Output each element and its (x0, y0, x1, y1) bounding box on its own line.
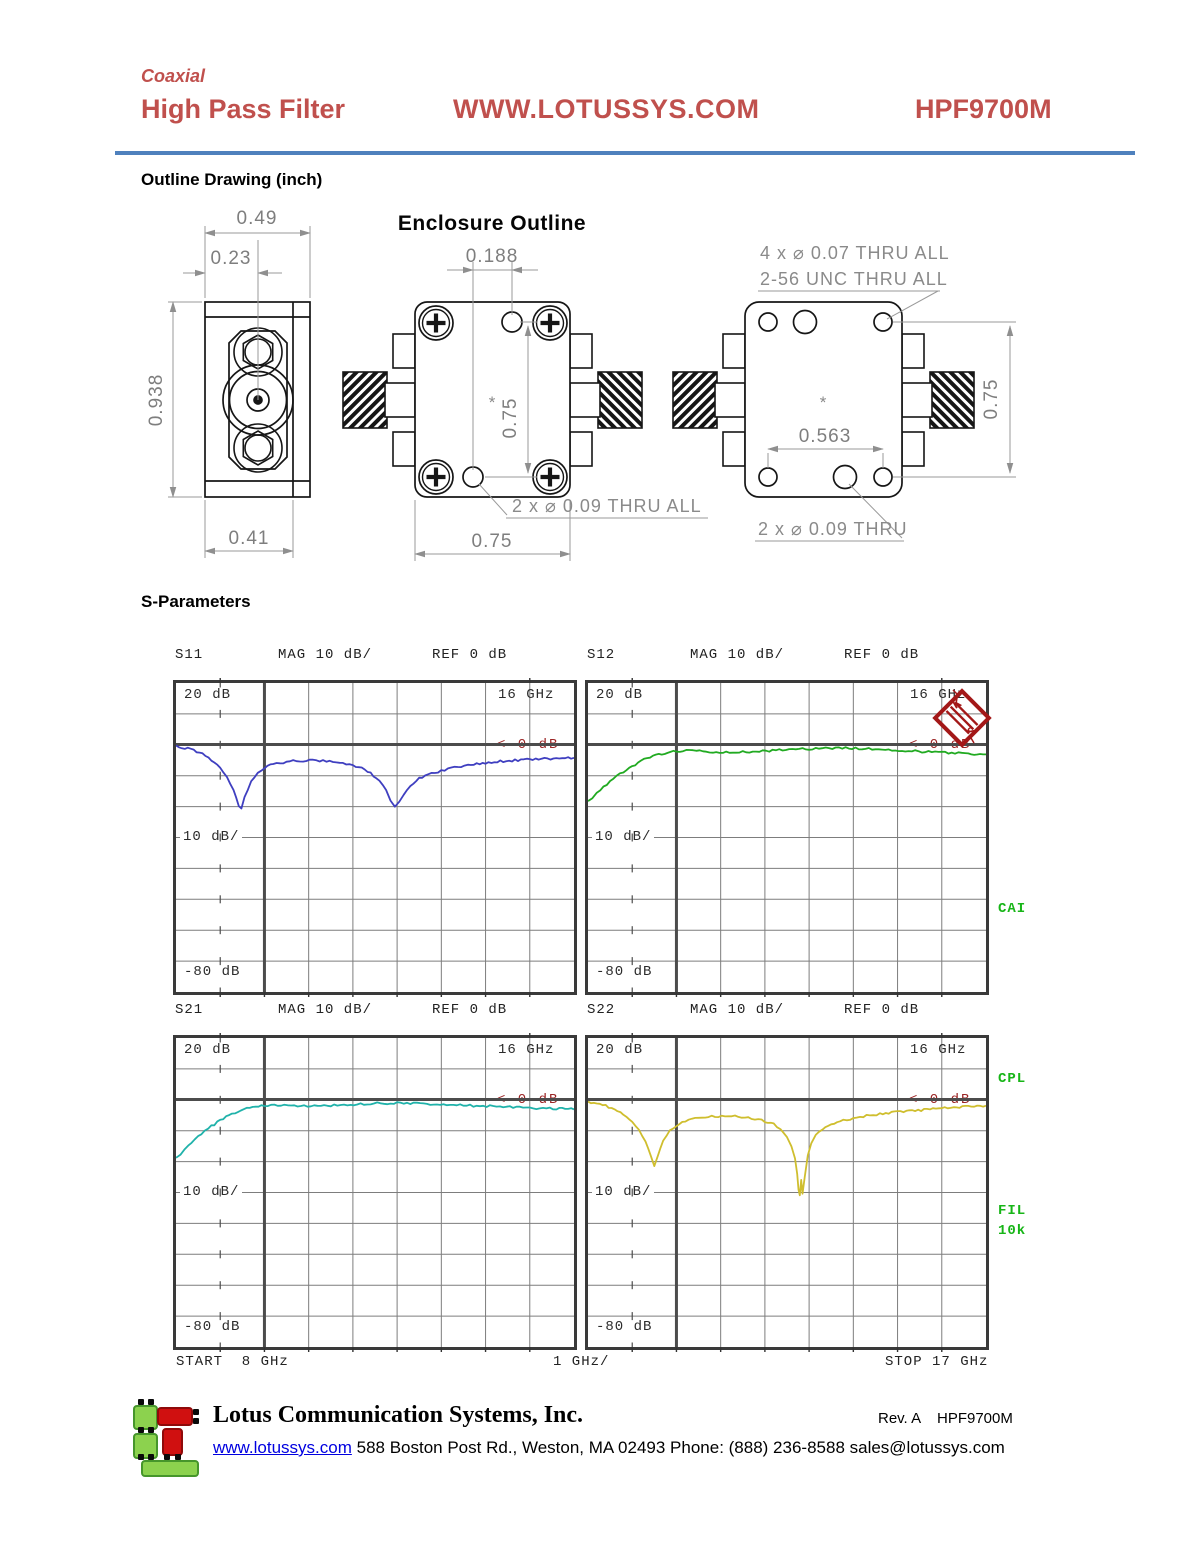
page-title: High Pass Filter (141, 94, 346, 124)
center-mark-front: * (489, 393, 496, 412)
dim-hole-span-horizontal: 0.563 (799, 426, 852, 447)
plot-header-s22: S22 MAG 10 dB/ REF 0 dB (585, 1002, 989, 1020)
per-div-label: 10 dB/ (180, 1184, 243, 1200)
ref-level-line (588, 743, 986, 746)
axis-stop-label: STOP 17 GHz (885, 1354, 989, 1370)
scale-bottom-label: -80 dB (184, 1319, 241, 1335)
outline-drawing: 0.49 0.23 0.938 0.41 Enclosure Outline * (146, 208, 1016, 561)
axis-start-label: START 8 GHz (176, 1354, 289, 1370)
label-ifbw-text: 10k (998, 1223, 1027, 1239)
param-name: S11 (175, 647, 204, 663)
plot-header-s12: S12 MAG 10 dB/ REF 0 dB (585, 647, 989, 665)
note-thread: 2-56 UNC THRU ALL (760, 269, 948, 289)
scale-bottom-label: -80 dB (596, 1319, 653, 1335)
ref-setting: REF 0 dB (844, 1002, 920, 1018)
ref-setting: REF 0 dB (432, 647, 508, 663)
dim-width-bottom: 0.41 (229, 528, 270, 549)
front-view-dimensions (414, 262, 708, 561)
website-link[interactable]: www.lotussys.com (213, 1438, 352, 1457)
plot-header-s11: S11 MAG 10 dB/ REF 0 dB (173, 647, 577, 665)
ref-level-line (176, 1098, 574, 1101)
plot-s11: < 0 dB 20 dB 16 GHz 10 dB/ -80 dB (173, 678, 577, 997)
label-fil: FIL 10k (998, 1201, 1026, 1241)
freq-tick-label: 16 GHz (910, 687, 967, 703)
plot-s12: < 0 dB 20 dB 16 GHz 10 dB/ -80 dB (585, 678, 989, 997)
lotus-logo (131, 1399, 205, 1477)
per-div-label: 10 dB/ (592, 829, 655, 845)
drawing-title: Enclosure Outline (398, 212, 586, 235)
scale-bottom-label: -80 dB (184, 964, 241, 980)
model-number: HPF9700M (915, 94, 1052, 124)
footer-company: Lotus Communication Systems, Inc. (213, 1402, 584, 1428)
section-outline-drawing: Outline Drawing (inch) (141, 170, 323, 189)
scale-top-label: 20 dB (184, 687, 232, 703)
footer-address-line: www.lotussys.com 588 Boston Post Rd., We… (213, 1438, 1005, 1458)
plot-header-s21: S21 MAG 10 dB/ REF 0 dB (173, 1002, 577, 1020)
scale-setting: MAG 10 dB/ (278, 1002, 373, 1018)
per-div-label: 10 dB/ (180, 829, 243, 845)
param-name: S12 (587, 647, 616, 663)
ref-level-line (588, 1098, 986, 1101)
plot-s22: < 0 dB 20 dB 16 GHz 10 dB/ -80 dB (585, 1033, 989, 1352)
label-cpl: CPL (998, 1071, 1027, 1087)
dim-height-left: 0.938 (146, 374, 167, 427)
ref-level-line (176, 743, 574, 746)
product-category: Coaxial (141, 66, 206, 86)
param-name: S22 (587, 1002, 616, 1018)
dim-offset-top: 0.23 (211, 248, 252, 269)
freq-tick-label: 16 GHz (498, 687, 555, 703)
freq-tick-label: 16 GHz (498, 1042, 555, 1058)
scale-top-label: 20 dB (596, 687, 644, 703)
freq-tick-label: 16 GHz (910, 1042, 967, 1058)
scale-top-label: 20 dB (184, 1042, 232, 1058)
note-back-holes: 2 x ⌀ 0.09 THRU (758, 519, 908, 539)
dim-hole-span-right: 0.75 (981, 379, 1002, 420)
section-s-parameters: S-Parameters (141, 592, 251, 611)
footer-address: 588 Boston Post Rd., Weston, MA 02493 Ph… (356, 1438, 1005, 1457)
footer-model: HPF9700M (937, 1410, 1013, 1427)
param-name: S21 (175, 1002, 204, 1018)
note-4x-holes: 4 x ⌀ 0.07 THRU ALL (760, 243, 950, 263)
ks-stamp-icon: K S (932, 688, 992, 748)
dim-body-width: 0.75 (472, 531, 513, 552)
per-div-label: 10 dB/ (592, 1184, 655, 1200)
scale-setting: MAG 10 dB/ (278, 647, 373, 663)
footer-rev: Rev. A (878, 1410, 922, 1427)
dim-width-top: 0.49 (237, 208, 278, 229)
ref-setting: REF 0 dB (844, 647, 920, 663)
ref-setting: REF 0 dB (432, 1002, 508, 1018)
label-cai: CAI (998, 901, 1027, 917)
scale-top-label: 20 dB (596, 1042, 644, 1058)
dim-hole-offset: 0.188 (466, 246, 519, 267)
axis-per-div-label: 1 GHz/ (553, 1354, 610, 1370)
end-view-dimensions (168, 226, 311, 558)
scale-bottom-label: -80 dB (596, 964, 653, 980)
back-view-dimensions (755, 290, 1016, 542)
plot-s21: < 0 dB 20 dB 16 GHz 10 dB/ -80 dB (173, 1033, 577, 1352)
label-fil-text: FIL (998, 1203, 1027, 1219)
scale-setting: MAG 10 dB/ (690, 647, 785, 663)
scale-setting: MAG 10 dB/ (690, 1002, 785, 1018)
note-front-holes: 2 x ⌀ 0.09 THRU ALL (512, 496, 702, 516)
header-divider (115, 151, 1135, 155)
dim-hole-span-vertical: 0.75 (500, 398, 521, 439)
center-mark-back: * (820, 393, 827, 412)
website-header: WWW.LOTUSSYS.COM (453, 94, 760, 124)
